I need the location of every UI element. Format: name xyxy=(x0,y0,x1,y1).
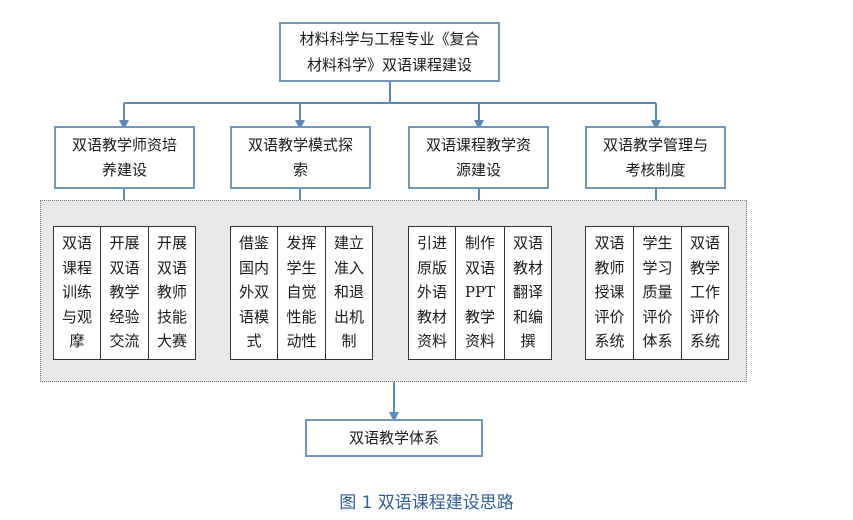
branch-box-4: 双语教学管理与 考核制度 xyxy=(585,126,726,189)
branch-box-1: 双语教学师资培 养建设 xyxy=(54,126,195,189)
leaf-3-2: 制作双语PPT教学资料 xyxy=(455,226,505,360)
leaf-1-3: 开展双语教师技能大赛 xyxy=(148,226,196,360)
leaf-3-3: 双语教材翻译和编撰 xyxy=(504,226,552,360)
result-box: 双语教学体系 xyxy=(305,419,483,457)
branch-box-2: 双语教学模式探 索 xyxy=(230,126,371,189)
branch-1-line-2: 养建设 xyxy=(101,160,147,179)
leaf-4-1: 双语教师授课评价系统 xyxy=(585,226,634,360)
branch-2-line-2: 索 xyxy=(292,160,308,179)
leaf-1-1: 双语课程训练与观摩 xyxy=(53,226,101,360)
branch-4-line-2: 考核制度 xyxy=(625,160,686,179)
branch-2-line-1: 双语教学模式探 xyxy=(247,135,353,154)
leaf-4-2: 学生学习质量评价体系 xyxy=(633,226,682,360)
leaf-2-3: 建立准入和退出机制 xyxy=(325,226,373,360)
leaf-2-2: 发挥学生自觉性能动性 xyxy=(277,226,326,360)
leaf-2-1: 借鉴国内外双语模式 xyxy=(230,226,278,360)
branch-3-line-1: 双语课程教学资 xyxy=(425,135,531,154)
branch-box-3: 双语课程教学资 源建设 xyxy=(408,126,549,189)
branch-3-line-2: 源建设 xyxy=(455,160,501,179)
leaf-1-2: 开展双语教学经验交流 xyxy=(100,226,149,360)
branch-1-line-1: 双语教学师资培 xyxy=(71,135,177,154)
root-line-1: 材料科学与工程专业《复合 xyxy=(299,30,480,48)
figure-caption: 图 1 双语课程建设思路 xyxy=(339,493,514,513)
root-box: 材料科学与工程专业《复合 材料科学》双语课程建设 xyxy=(279,22,500,82)
result-label: 双语教学体系 xyxy=(348,428,439,447)
leaf-3-1: 引进原版外语教材资料 xyxy=(408,226,456,360)
leaf-4-3: 双语教学工作评价系统 xyxy=(681,226,729,360)
root-line-2: 材料科学》双语课程建设 xyxy=(306,56,472,74)
branch-4-line-1: 双语教学管理与 xyxy=(602,135,708,154)
